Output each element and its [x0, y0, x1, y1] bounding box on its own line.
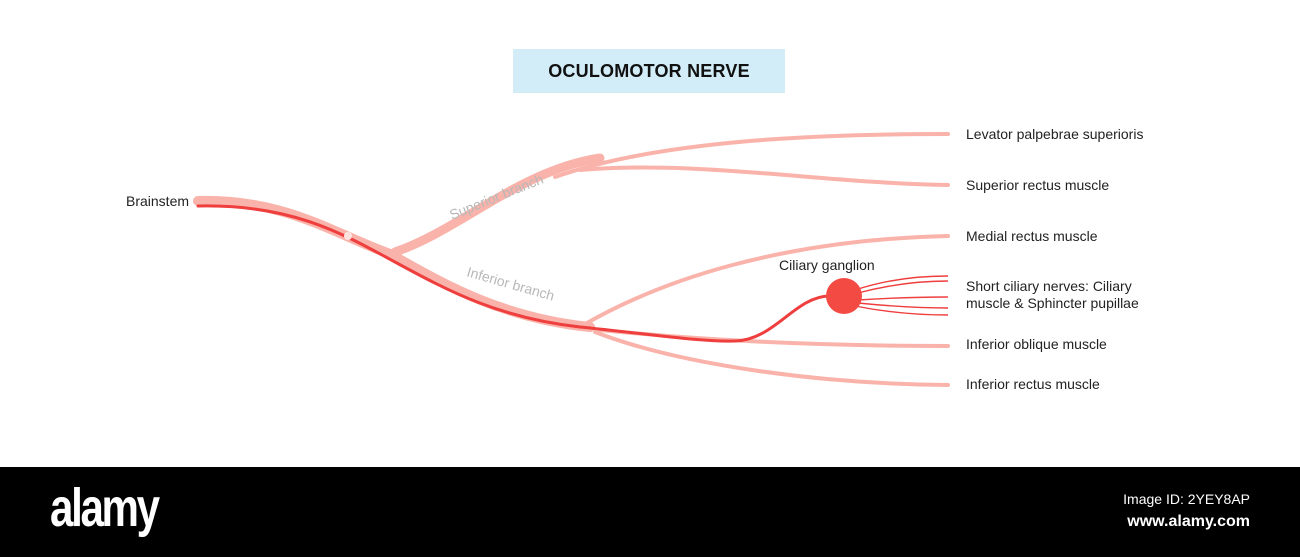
nerve-to-levator — [553, 132, 950, 179]
nerve-to-inferior-oblique — [598, 328, 950, 348]
image-id: Image ID: 2YEY8AP — [1123, 491, 1250, 507]
superior-branch-label: Superior branch — [447, 171, 545, 223]
main-trunk — [193, 195, 595, 332]
short-ciliary-nerves — [854, 275, 949, 316]
inferior-oblique-label: Inferior oblique muscle — [966, 336, 1107, 352]
brainstem-label: Brainstem — [126, 193, 190, 209]
superior-branch — [390, 153, 605, 257]
superior-rectus-label: Superior rectus muscle — [966, 177, 1110, 193]
nerve-to-inferior-rectus — [593, 330, 950, 387]
site-url: www.alamy.com — [1127, 513, 1250, 530]
inferior-rectus-label: Inferior rectus muscle — [966, 376, 1100, 392]
nerve-to-medial-rectus — [578, 234, 950, 329]
diagram-title: OCULOMOTOR NERVE — [548, 60, 750, 81]
nerve-diagram: Superior branch Inferior branch — [193, 132, 950, 387]
alamy-logo: alamy — [50, 478, 160, 538]
ciliary-ganglion-node — [826, 278, 862, 314]
branch-junction-marker — [344, 232, 352, 240]
short-ciliary-label-line2: muscle & Sphincter pupillae — [966, 295, 1139, 311]
levator-label: Levator palpebrae superioris — [966, 126, 1144, 142]
parasympathetic-fibre — [196, 204, 832, 343]
medial-rectus-label: Medial rectus muscle — [966, 228, 1098, 244]
ciliary-ganglion-label: Ciliary ganglion — [779, 257, 875, 273]
footer-bar: alamy Image ID: 2YEY8AP www.alamy.com — [0, 467, 1300, 557]
nerve-to-superior-rectus — [578, 165, 950, 187]
short-ciliary-label-line1: Short ciliary nerves: Ciliary — [966, 278, 1132, 294]
title-box: OCULOMOTOR NERVE — [513, 49, 785, 93]
